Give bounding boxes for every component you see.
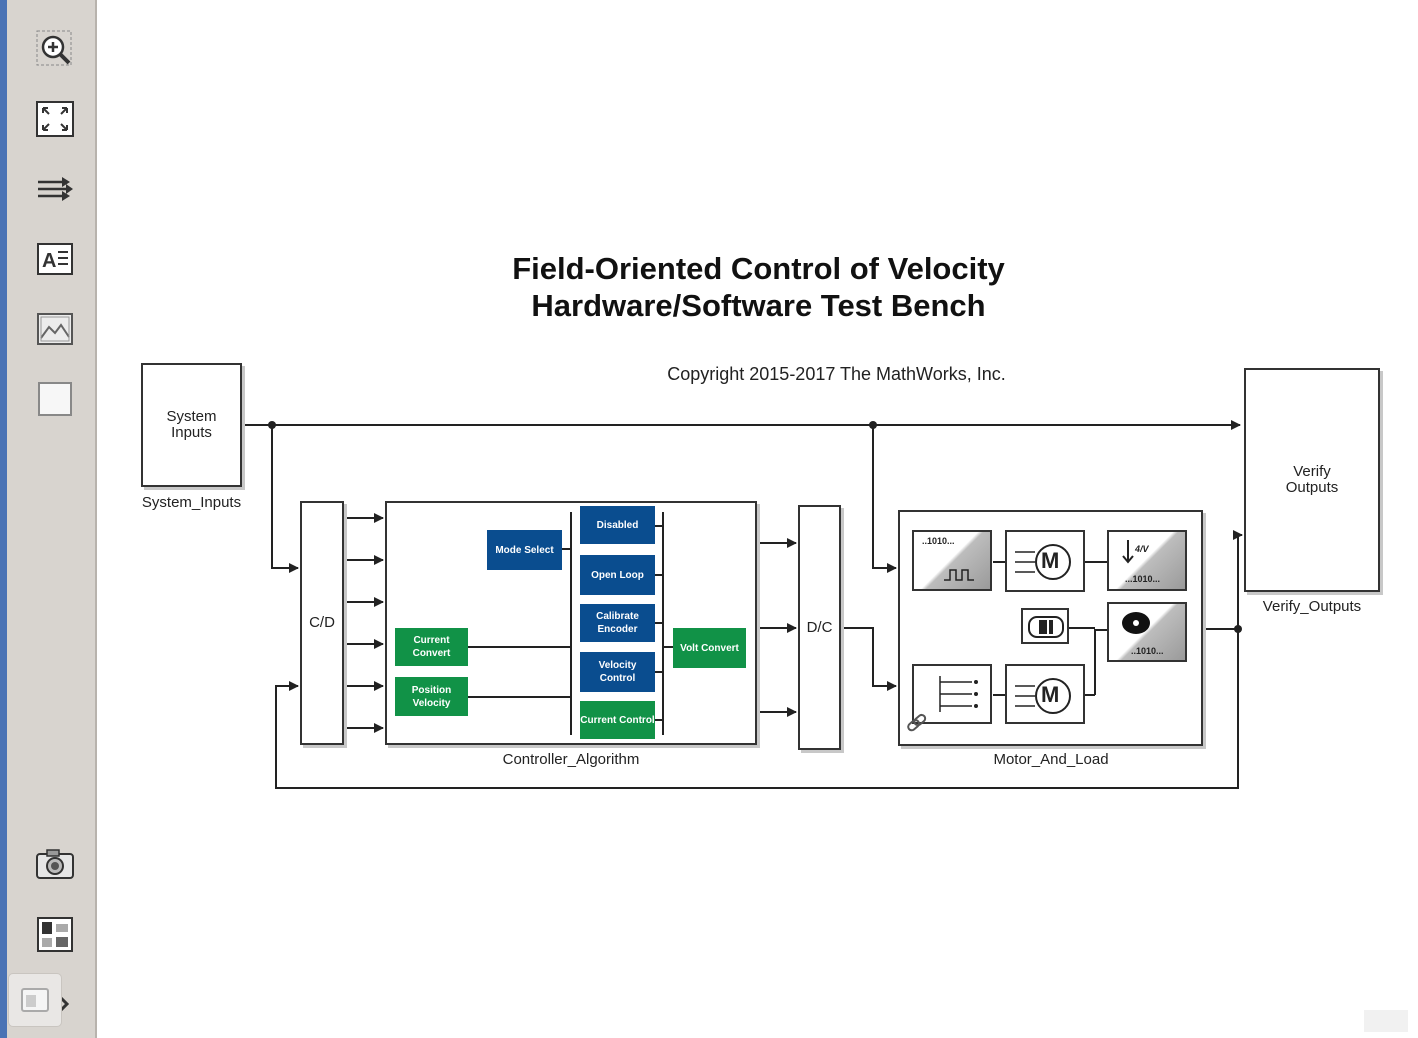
- diagram-title-line1: Field-Oriented Control of Velocity: [512, 251, 1005, 286]
- volt-convert-subsystem[interactable]: Volt Convert: [673, 628, 746, 668]
- encoder-disc-icon: [1122, 612, 1150, 634]
- current-sensor-block[interactable]: 4/V ...1010...: [1107, 530, 1187, 591]
- camera-icon[interactable]: [35, 844, 75, 884]
- motor-icon: [1015, 544, 1071, 580]
- open-loop-subsystem[interactable]: Open Loop: [580, 555, 655, 595]
- resize-handle[interactable]: [1364, 1010, 1408, 1032]
- svg-text:A: A: [42, 250, 56, 272]
- digital-text-2: ...1010...: [1125, 574, 1161, 584]
- position-velocity-subsystem[interactable]: Position Velocity: [395, 677, 468, 716]
- inverter-block[interactable]: ..1010...: [912, 530, 992, 591]
- coupling-icon: [1028, 616, 1064, 638]
- area-icon[interactable]: [35, 379, 75, 419]
- velocity-control-subsystem[interactable]: Velocity Control: [580, 652, 655, 692]
- verify-outputs-label: Verify_Outputs: [1262, 598, 1362, 615]
- encoder-block[interactable]: ..1010...: [1107, 602, 1187, 662]
- dc-block[interactable]: D/C: [798, 505, 841, 750]
- verify-outputs-text: Verify Outputs: [1285, 463, 1339, 496]
- motor-icon: [1015, 678, 1071, 714]
- library-link-icon: [907, 713, 927, 732]
- calibrate-encoder-subsystem[interactable]: Calibrate Encoder: [580, 604, 655, 642]
- current-control-subsystem[interactable]: Current Control: [580, 701, 655, 739]
- diagram-title-line2: Hardware/Software Test Bench: [531, 288, 986, 323]
- motor-block-2[interactable]: M: [1005, 664, 1085, 724]
- controller-algorithm-block[interactable]: [385, 501, 757, 745]
- dc-text: D/C: [806, 618, 833, 636]
- switch-icon: [939, 676, 978, 712]
- window-edge: [0, 0, 7, 1038]
- digital-text-1: ..1010...: [922, 536, 955, 546]
- current-convert-subsystem[interactable]: Current Convert: [395, 628, 468, 666]
- waveform-icon: [944, 569, 974, 581]
- motor-and-load-label: Motor_And_Load: [993, 751, 1109, 768]
- motor-and-load-block[interactable]: [898, 510, 1203, 746]
- library-icon[interactable]: [35, 914, 75, 954]
- system-inputs-label: System_Inputs: [141, 494, 242, 511]
- load-coupling-block[interactable]: [1021, 608, 1069, 644]
- route-lines-icon[interactable]: [35, 169, 75, 209]
- model-canvas[interactable]: Field-Oriented Control of Velocity Hardw…: [99, 0, 1418, 1038]
- motor-block-1[interactable]: M: [1005, 530, 1085, 592]
- cd-text: C/D: [309, 614, 335, 632]
- image-icon[interactable]: [35, 309, 75, 349]
- fit-view-icon[interactable]: [35, 99, 75, 139]
- motor-label-2: M: [1041, 682, 1060, 707]
- signal-lines: [242, 420, 1243, 789]
- system-inputs-block[interactable]: System Inputs: [141, 363, 242, 487]
- hide-palette-button[interactable]: [8, 973, 62, 1027]
- digital-text-3: ..1010...: [1131, 646, 1164, 656]
- voltage-label: 4/V: [1135, 544, 1149, 554]
- zoom-in-icon[interactable]: [35, 29, 75, 69]
- copyright-text: Copyright 2015-2017 The MathWorks, Inc.: [667, 364, 1006, 384]
- verify-outputs-block[interactable]: Verify Outputs: [1244, 368, 1380, 592]
- hide-palette-icon: [21, 988, 49, 1012]
- tool-palette: A: [7, 0, 97, 1038]
- annotation-icon[interactable]: A: [35, 239, 75, 279]
- switch-block[interactable]: [907, 664, 992, 732]
- disabled-subsystem[interactable]: Disabled: [580, 506, 655, 544]
- controller-algorithm-label: Controller_Algorithm: [502, 751, 640, 768]
- mode-select-subsystem[interactable]: Mode Select: [487, 530, 562, 570]
- motor-label-1: M: [1041, 548, 1060, 573]
- cd-block[interactable]: C/D: [300, 501, 344, 745]
- arrow-icon: [1122, 540, 1134, 564]
- system-inputs-text: System Inputs: [166, 408, 217, 441]
